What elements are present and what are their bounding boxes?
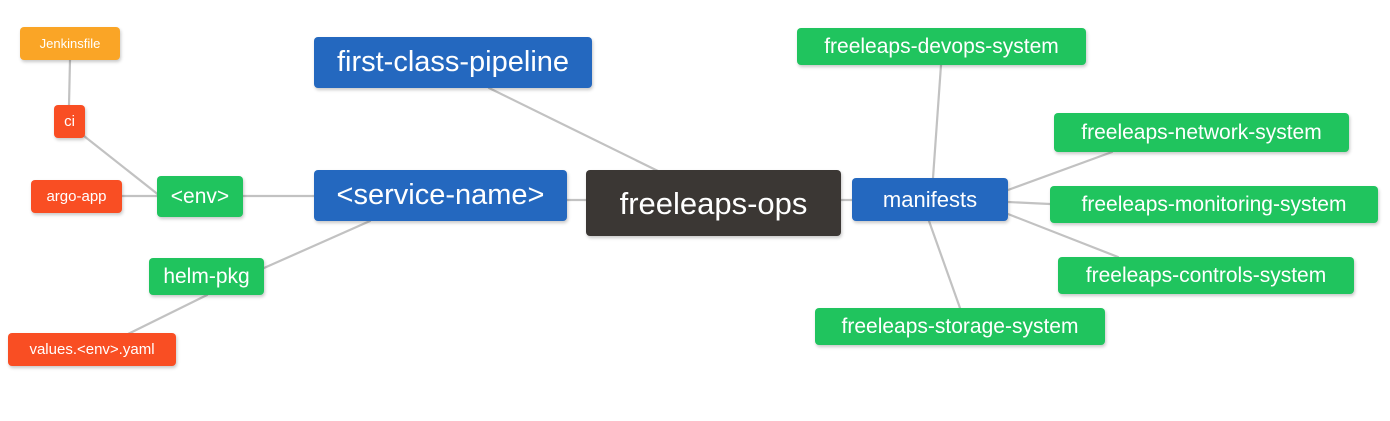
node-label: manifests [882,186,978,212]
node-label: <env> [170,185,230,208]
edge-manifests-network [1006,150,1114,192]
node-first-class-pipeline[interactable]: first-class-pipeline [314,37,592,88]
node-label: ci [64,113,75,130]
node-label: Jenkinsfile [39,36,101,51]
node-argo-app[interactable]: argo-app [31,180,122,213]
edge-jenkinsfile-ci [67,58,72,107]
node-freeleaps-devops-system[interactable]: freeleaps-devops-system [797,28,1086,65]
node-label: freeleaps-storage-system [841,315,1079,338]
node-label: first-class-pipeline [336,46,570,78]
node-ci[interactable]: ci [54,105,85,138]
node-label: freeleaps-network-system [1081,121,1322,144]
node-jenkinsfile[interactable]: Jenkinsfile [20,27,120,60]
node-label: freeleaps-ops [619,185,808,221]
node-label: freeleaps-devops-system [824,35,1059,58]
node-values-env-yaml[interactable]: values.<env>.yaml [8,333,176,366]
node-freeleaps-ops[interactable]: freeleaps-ops [586,170,841,236]
edge-helmpkg-valuesyaml [122,293,209,338]
node-freeleaps-network-system[interactable]: freeleaps-network-system [1054,113,1349,152]
node-label: freeleaps-controls-system [1085,264,1327,287]
edge-manifests-devops [931,63,943,180]
node-service-name[interactable]: <service-name> [314,170,567,221]
node-label: helm-pkg [163,265,250,288]
node-manifests[interactable]: manifests [852,178,1008,221]
node-freeleaps-monitoring-system[interactable]: freeleaps-monitoring-system [1050,186,1378,223]
node-env[interactable]: <env> [157,176,243,217]
node-label: <service-name> [336,179,545,211]
edge-manifests-monitoring [1006,200,1052,206]
node-helm-pkg[interactable]: helm-pkg [149,258,264,295]
edge-manifests-storage [927,219,962,310]
edge-pipeline-root [487,86,662,174]
node-freeleaps-controls-system[interactable]: freeleaps-controls-system [1058,257,1354,294]
node-label: argo-app [46,188,107,205]
node-freeleaps-storage-system[interactable]: freeleaps-storage-system [815,308,1105,345]
node-label: values.<env>.yaml [29,341,155,358]
edge-servicename-helmpkg [262,219,372,270]
node-label: freeleaps-monitoring-system [1081,193,1347,216]
